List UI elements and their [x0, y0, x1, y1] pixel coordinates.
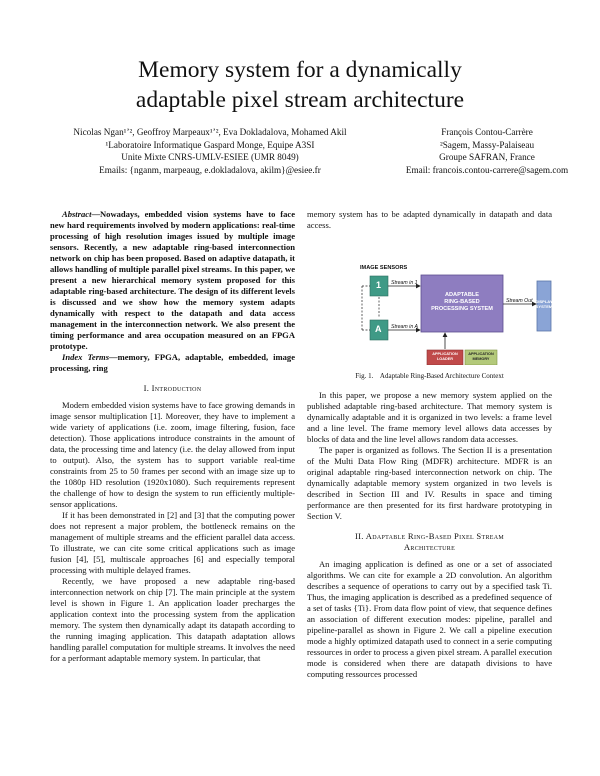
intro-paragraph: If it has been demonstrated in [2] and [… — [50, 510, 295, 575]
application-loader-label: APPLICATION LOADER — [427, 352, 463, 362]
stream-in-1-label: Stream in 1 — [391, 280, 418, 286]
title-line-1: Memory system for a dynamically — [138, 57, 462, 83]
author-emails: Emails: {nganm, marpeaug, e.dokladalova,… — [99, 164, 321, 175]
core-label-line: RING-BASED — [444, 299, 480, 305]
memory-label-line: MEMORY — [472, 357, 490, 361]
section-heading-line: II. Adaptable Ring-Based Pixel Stream — [354, 531, 505, 541]
abstract-label: Abstract — [62, 209, 92, 219]
section-heading-introduction: I. Introduction — [143, 383, 202, 393]
author-email: Email: francois.contou-carrere@sagem.com — [405, 164, 569, 175]
affiliation-line: Groupe SAFRAN, France — [439, 152, 535, 163]
affiliation-line: ¹Laboratoire Informatique Gaspard Monge,… — [105, 139, 315, 150]
sensor-a-label: A — [375, 324, 382, 334]
architecture-diagram — [361, 274, 552, 365]
left-column: Abstract—Nowadays, embedded vision syste… — [50, 209, 295, 664]
affiliation-line: ²Sagem, Massy-Palaiseau — [439, 139, 535, 150]
index-terms-label: Index Terms — [62, 352, 110, 362]
author-names: Nicolas Ngan¹ʼ², Geoffroy Marpeaux¹ʼ², E… — [73, 127, 347, 137]
processing-system-box — [420, 274, 504, 333]
body-paragraph: The paper is organized as follows. The S… — [307, 445, 552, 521]
section-heading-architecture: II. Adaptable Ring-Based Pixel Stream Ar… — [307, 531, 552, 553]
display-label-line: SYSTEM — [535, 304, 553, 309]
core-label-line: PROCESSING SYSTEM — [431, 306, 493, 312]
sensor-1-label: 1 — [376, 280, 382, 290]
display-label-line: DISPLAY — [535, 299, 553, 304]
image-sensors-label: IMAGE SENSORS — [360, 265, 408, 271]
application-loader-box — [426, 349, 464, 365]
section-heading-line: Architecture — [403, 542, 456, 552]
author-name: François Contou-Carrère — [441, 127, 533, 137]
body-paragraph: An imaging application is defined as one… — [307, 559, 552, 679]
stream-out-label: Stream Out — [506, 298, 533, 304]
application-memory-label: APPLICATION MEMORY — [465, 352, 497, 362]
abstract: Abstract—Nowadays, embedded vision syste… — [50, 209, 295, 352]
continued-paragraph: memory system has to be adapted dynamica… — [307, 209, 552, 230]
title-line-2: adaptable pixel stream architecture — [135, 87, 465, 113]
stream-in-a-label: Stream in A — [391, 324, 418, 330]
affiliation-line: Unite Mixte CNRS-UMLV-ESIEE (UMR 8049) — [121, 152, 299, 163]
display-system-label: DISPLAY SYSTEM — [533, 299, 555, 309]
display-system-box — [536, 280, 552, 332]
core-label-line: ADAPTABLE — [444, 292, 480, 298]
index-terms: Index Terms—memory, FPGA, adaptable, emb… — [50, 352, 295, 374]
index-terms-text: —memory, FPGA, adaptable, embedded, imag… — [50, 352, 296, 373]
abstract-text: —Nowadays, embedded vision systems have … — [50, 209, 295, 351]
body-paragraph: In this paper, we propose a new memory s… — [307, 390, 552, 444]
figure-1-caption: Fig. 1. Adaptable Ring-Based Architectur… — [355, 372, 504, 380]
author-block-left: Nicolas Ngan¹ʼ², Geoffroy Marpeaux¹ʼ², E… — [30, 126, 390, 176]
memory-label-line: APPLICATION — [468, 352, 494, 356]
loader-label-line: APPLICATION — [432, 352, 458, 356]
processing-system-label: ADAPTABLE RING-BASED PROCESSING SYSTEM — [421, 292, 503, 313]
application-memory-box — [464, 349, 498, 365]
loader-label-line: LOADER — [436, 357, 454, 361]
figure-1-diagram: IMAGE SENSORS 1 A Stream in 1 Stream in … — [307, 237, 552, 365]
author-block-right: François Contou-Carrère ²Sagem, Massy-Pa… — [392, 126, 582, 176]
right-column: memory system has to be adapted dynamica… — [307, 209, 552, 680]
intro-paragraph: Modern embedded vision systems have to f… — [50, 400, 295, 509]
paper-title: Memory system for a dynamically adaptabl… — [60, 55, 540, 115]
intro-paragraph: Recently, we have proposed a new adaptab… — [50, 576, 295, 663]
